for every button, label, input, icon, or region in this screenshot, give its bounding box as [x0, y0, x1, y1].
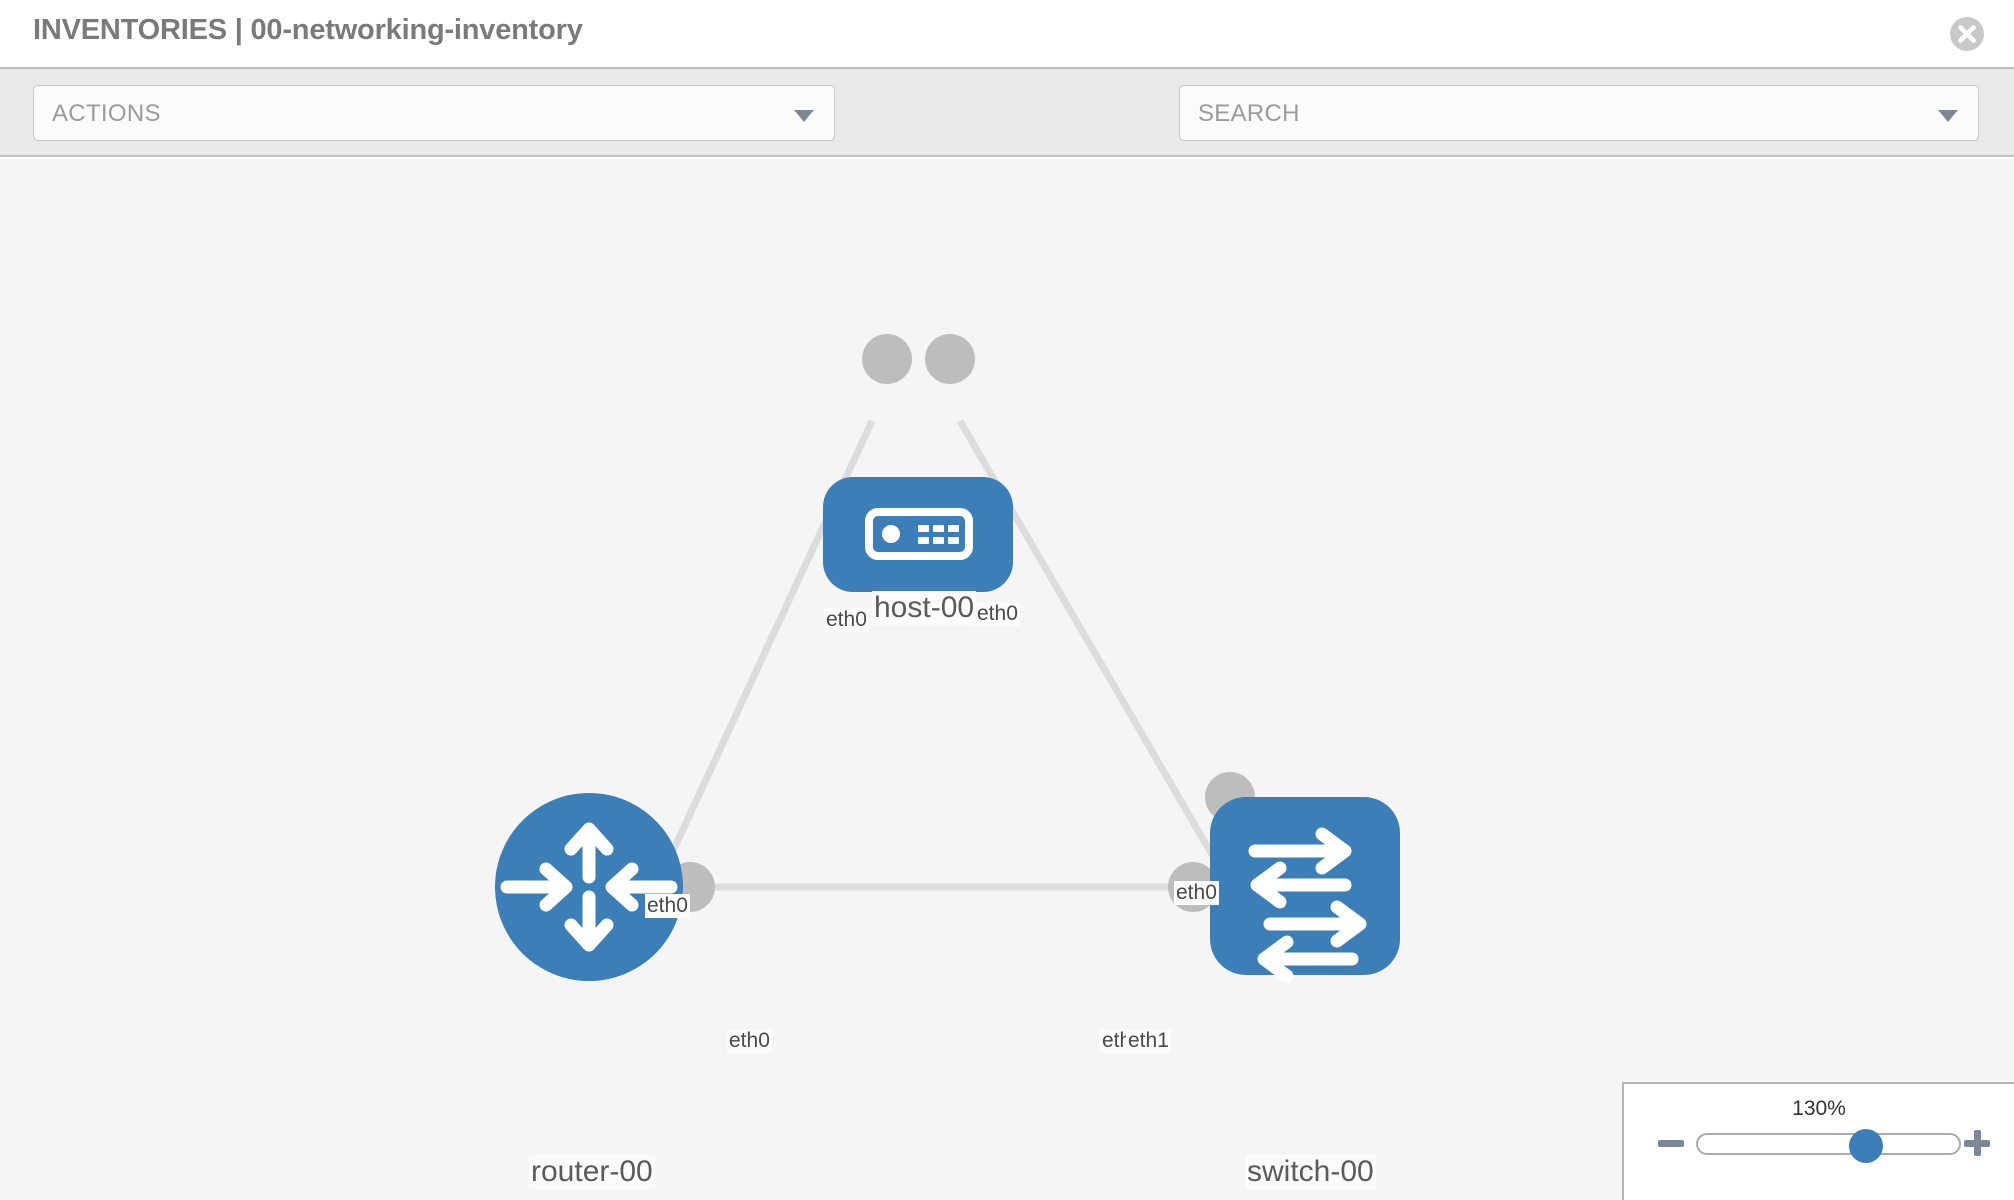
edge-label: eth0 [645, 894, 690, 918]
close-icon[interactable] [1949, 16, 1985, 52]
search-placeholder: SEARCH [1198, 100, 1300, 127]
node-label-host-00: host-00 [872, 591, 977, 625]
actions-dropdown[interactable]: ACTIONS [33, 85, 835, 141]
edge-label: eth0 [975, 602, 1020, 626]
actions-dropdown-label: ACTIONS [52, 100, 161, 127]
zoom-slider[interactable] [1696, 1129, 1961, 1163]
page-header: INVENTORIES | 00-networking-inventory [0, 0, 2014, 69]
toolbar: ACTIONS SEARCH [0, 69, 2014, 202]
zoom-slider-thumb[interactable] [1849, 1129, 1884, 1163]
edge-label: eth0 [824, 608, 869, 632]
node-switch-00[interactable] [1210, 797, 1400, 983]
chevron-down-icon [794, 110, 814, 122]
port-stub-host00-right [925, 334, 975, 384]
page-title: INVENTORIES | 00-networking-inventory [33, 14, 583, 46]
topology-graph [495, 334, 1400, 983]
search-input[interactable]: SEARCH [1179, 85, 1979, 141]
node-host-00[interactable] [823, 477, 1013, 592]
port-stub-host00-left [862, 334, 912, 384]
node-label-router-00: router-00 [529, 1155, 655, 1189]
topology-canvas[interactable]: eth0 eth0 eth0 eth0 eth0 eth0 eth1 host-… [0, 159, 2014, 1200]
zoom-out-button[interactable] [1656, 1128, 1686, 1158]
node-label-switch-00: switch-00 [1245, 1155, 1376, 1189]
zoom-in-button[interactable] [1962, 1128, 1992, 1158]
edge-label: eth0 [727, 1029, 772, 1053]
edge-label: eth1 [1126, 1029, 1171, 1053]
chevron-down-icon[interactable] [1938, 110, 1958, 122]
zoom-percent-label: 130% [1792, 1097, 1846, 1120]
zoom-control-panel: 130% [1622, 1082, 2014, 1200]
edge-label: eth0 [1174, 881, 1219, 905]
node-router-00[interactable] [495, 793, 683, 981]
